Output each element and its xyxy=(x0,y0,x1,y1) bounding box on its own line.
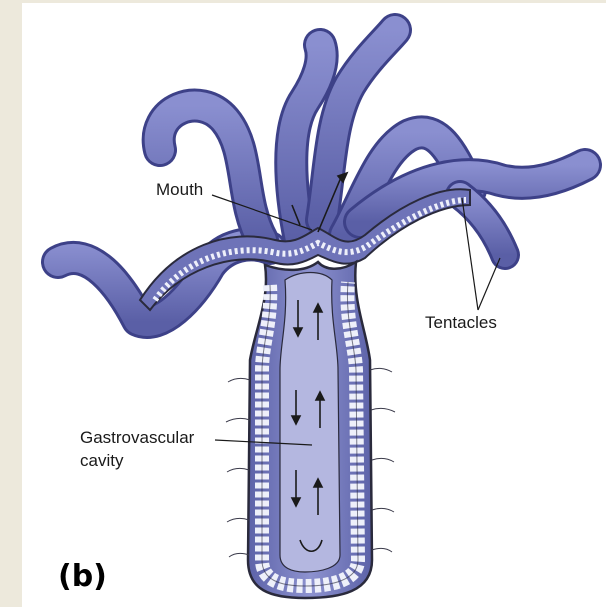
gastrovascular-cavity xyxy=(280,273,340,573)
tentacles-leader-2 xyxy=(478,258,500,310)
body-column xyxy=(248,262,372,598)
tentacles-label: Tentacles xyxy=(425,313,497,332)
mouth-label: Mouth xyxy=(156,180,203,199)
cavity-label-line1: Gastrovascular xyxy=(80,428,195,447)
cavity-label-line2: cavity xyxy=(80,451,124,470)
panel-label: (b) xyxy=(58,559,107,594)
